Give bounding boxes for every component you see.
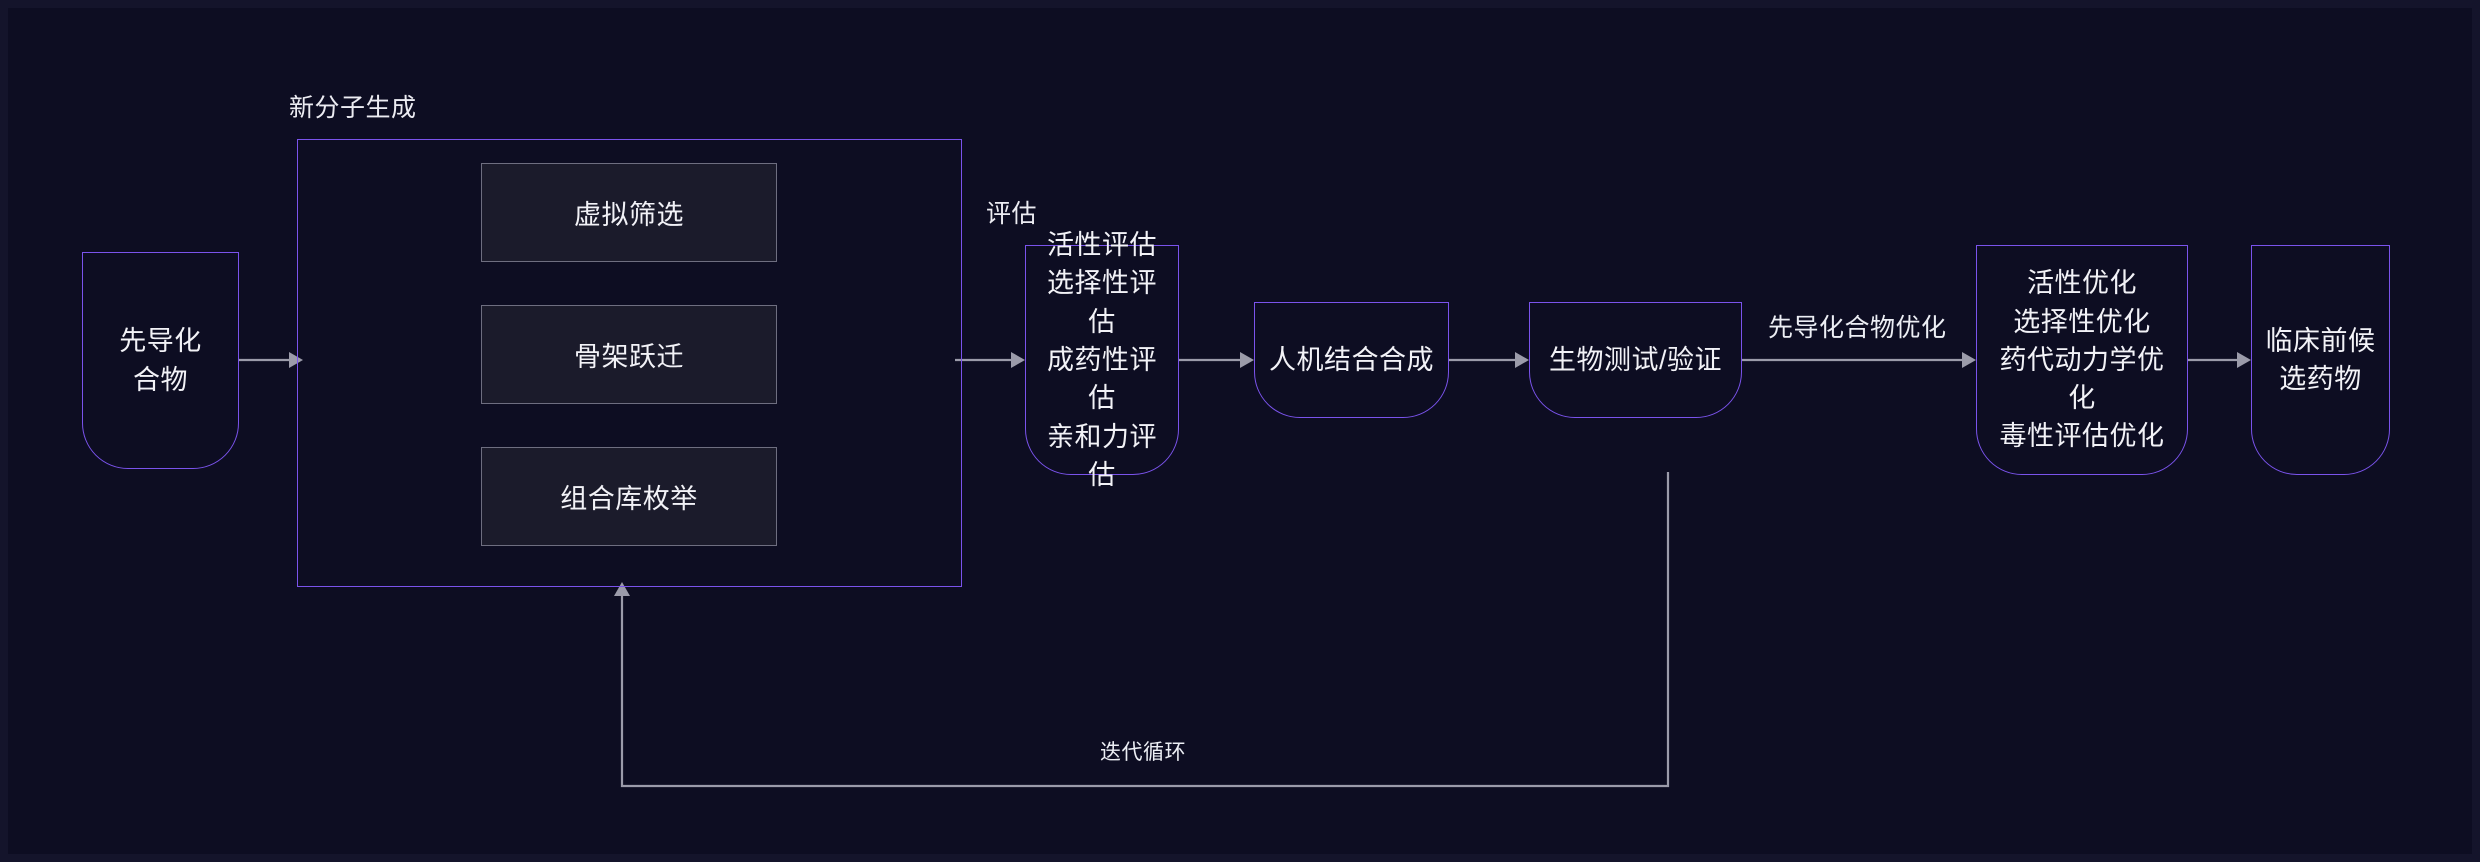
edge-synthesis-to-biotest — [1448, 352, 1529, 368]
node-evaluation-label: 活性评估 选择性评估 成药性评估 亲和力评估 — [1047, 229, 1157, 490]
node-lead-compound[interactable]: 先导化 合物 — [82, 252, 239, 469]
group-new-molecule-generation[interactable] — [297, 139, 962, 587]
node-preclinical-candidate-label: 临床前候 选药物 — [2265, 325, 2376, 394]
subbox-scaffold-hopping[interactable]: 骨架跃迁 — [481, 305, 777, 404]
subbox-scaffold-hopping-label: 骨架跃迁 — [574, 342, 684, 372]
node-evaluation[interactable]: 活性评估 选择性评估 成药性评估 亲和力评估 — [1025, 230, 1179, 490]
node-bio-test-validation[interactable]: 生物测试/验证 — [1529, 302, 1742, 418]
diagram-canvas: 先导化 合物 新分子生成 虚拟筛选 骨架跃迁 组合库枚举 评估 活性评估 选择性… — [8, 8, 2472, 854]
node-optimization-label: 活性优化 选择性优化 药代动力学优化 毒性评估优化 — [1999, 268, 2165, 452]
edge-lead-to-group — [238, 352, 303, 368]
subbox-combinatorial-library[interactable]: 组合库枚举 — [481, 447, 777, 546]
node-human-machine-synthesis-label: 人机结合合成 — [1269, 344, 1434, 375]
edge-label-lead-optimization: 先导化合物优化 — [1768, 314, 1947, 342]
node-optimization[interactable]: 活性优化 选择性优化 药代动力学优化 毒性评估优化 — [1976, 245, 2188, 475]
edge-evaluation-to-synthesis — [1178, 352, 1254, 368]
node-preclinical-candidate[interactable]: 临床前候 选药物 — [2251, 245, 2390, 475]
node-human-machine-synthesis[interactable]: 人机结合合成 — [1254, 302, 1449, 418]
group-label-new-molecule-generation: 新分子生成 — [289, 94, 417, 122]
subbox-virtual-screening[interactable]: 虚拟筛选 — [481, 163, 777, 262]
group-label-evaluation: 评估 — [986, 200, 1038, 228]
subbox-virtual-screening-label: 虚拟筛选 — [574, 200, 684, 230]
edge-optimization-to-preclinical — [2186, 352, 2251, 368]
edge-group-to-evaluation — [955, 352, 1025, 368]
edge-label-iteration-loop: 迭代循环 — [1100, 741, 1186, 764]
node-lead-compound-label: 先导化 合物 — [119, 326, 202, 395]
edge-biotest-to-optimization — [1741, 352, 1976, 368]
subbox-combinatorial-library-label: 组合库枚举 — [560, 484, 698, 514]
node-bio-test-validation-label: 生物测试/验证 — [1548, 344, 1722, 375]
